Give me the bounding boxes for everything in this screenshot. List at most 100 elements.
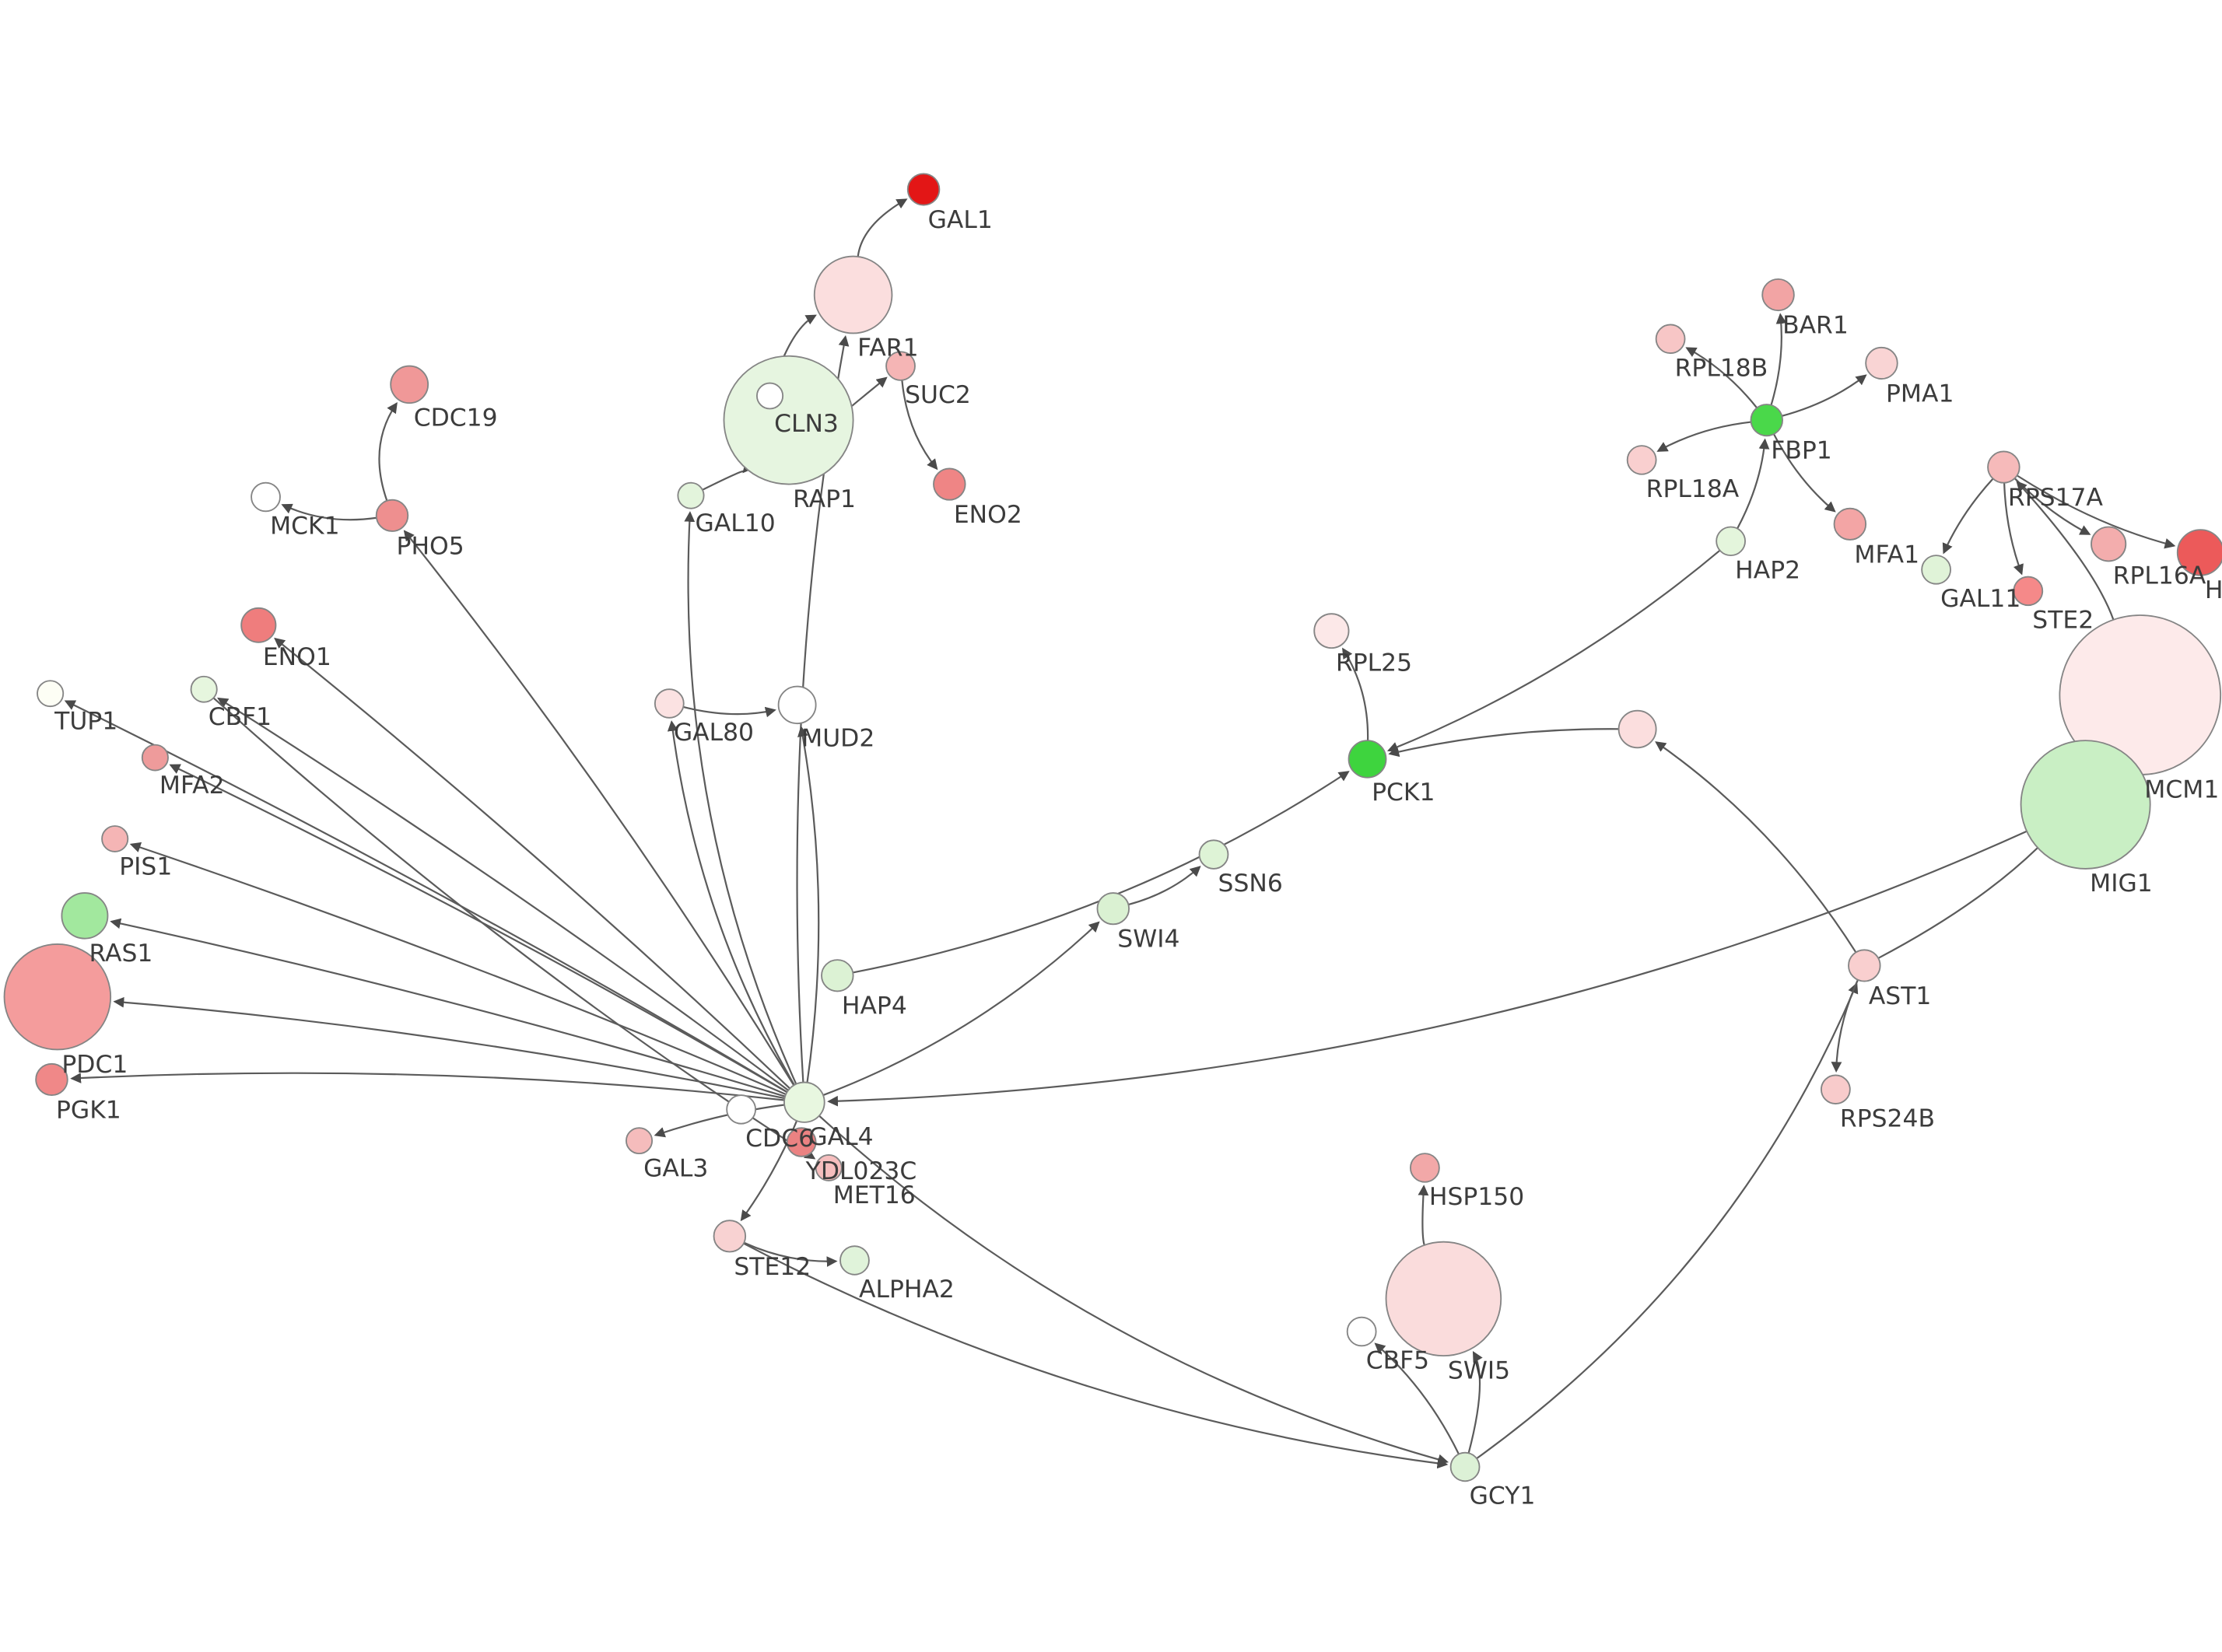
node-rap1[interactable]: [723, 355, 854, 485]
edge-swi4-ssn6[interactable]: [1128, 866, 1201, 906]
node-mck1[interactable]: [251, 481, 281, 513]
edge-gal4-pdc1[interactable]: [113, 996, 785, 1100]
node-ste2[interactable]: [2013, 576, 2044, 607]
node-his4[interactable]: [2176, 529, 2222, 576]
edge-fbp1-rpl18a[interactable]: [1656, 421, 1751, 452]
node-pma1[interactable]: [1865, 346, 1898, 380]
node-pck1[interactable]: [1348, 740, 1387, 779]
edge-gal4-swi4[interactable]: [822, 921, 1100, 1097]
edge-gal10-rap1[interactable]: [702, 461, 754, 491]
node-gal1[interactable]: [906, 173, 941, 206]
node-ste12[interactable]: [713, 1220, 747, 1253]
node-pdc1[interactable]: [3, 943, 112, 1051]
node-cdc19[interactable]: [390, 365, 429, 404]
edge-ast1-pink1[interactable]: [1655, 741, 1857, 953]
node-cbf1[interactable]: [190, 675, 218, 703]
node-rpl18b[interactable]: [1655, 324, 1686, 355]
node-mud2[interactable]: [777, 685, 817, 725]
edge-rps17a-gal11[interactable]: [1942, 478, 1994, 555]
edge-hap2-pck1[interactable]: [1386, 549, 1721, 752]
edge-gal4-mud2[interactable]: [797, 726, 820, 1083]
edge-pho5-cdc19[interactable]: [378, 402, 398, 502]
node-bar1[interactable]: [1761, 278, 1795, 312]
node-pink1[interactable]: [1617, 709, 1657, 749]
node-alpha2[interactable]: [839, 1245, 870, 1276]
node-hap4[interactable]: [821, 959, 854, 992]
node-gal4[interactable]: [783, 1081, 825, 1123]
edge-mcm1-rps17a[interactable]: [2016, 481, 2115, 621]
node-gal3[interactable]: [626, 1127, 654, 1155]
node-rpl16a[interactable]: [2091, 526, 2127, 562]
node-pgk1[interactable]: [35, 1062, 68, 1096]
node-gal10[interactable]: [677, 481, 705, 509]
edge-gal4-cbf1[interactable]: [217, 697, 789, 1091]
edge-gal4-gal80[interactable]: [667, 720, 795, 1086]
edge-fbp1-pma1[interactable]: [1782, 374, 1867, 417]
node-ras1[interactable]: [61, 892, 109, 940]
edge-fbp1-mfa1[interactable]: [1773, 433, 1836, 513]
node-mfa2[interactable]: [141, 744, 169, 772]
edge-pink1-pck1[interactable]: [1388, 728, 1619, 758]
node-gcy1[interactable]: [1449, 1451, 1481, 1482]
node-pho5[interactable]: [375, 499, 409, 532]
edge-gal4-gal10[interactable]: [684, 511, 797, 1085]
edge-gal4-pgk1[interactable]: [70, 1072, 785, 1101]
edge-mig1-gal4[interactable]: [827, 830, 2027, 1107]
edge-pho5-mck1[interactable]: [281, 503, 377, 521]
node-label-rap1: RAP1: [793, 485, 856, 513]
edge-ste12-gcy1[interactable]: [743, 1242, 1449, 1469]
edge-gal4-ras1[interactable]: [110, 918, 786, 1097]
node-mfa1[interactable]: [1833, 507, 1867, 541]
edge-rps17a-his4[interactable]: [2016, 474, 2176, 549]
node-rps17a[interactable]: [1987, 450, 2020, 484]
node-ast1[interactable]: [1848, 949, 1881, 982]
node-swi5[interactable]: [1385, 1241, 1502, 1357]
edge-gal4-gal3[interactable]: [654, 1104, 785, 1138]
edge-hap2-fbp1[interactable]: [1737, 438, 1770, 530]
edge-gal4-eno1[interactable]: [274, 637, 790, 1090]
edge-swi5-hsp150[interactable]: [1418, 1185, 1429, 1246]
node-gal11[interactable]: [1921, 555, 1951, 585]
node-ydl023c[interactable]: [786, 1127, 817, 1157]
node-rpl25[interactable]: [1313, 613, 1350, 649]
edge-ste12-alpha2[interactable]: [743, 1241, 838, 1267]
node-gal80[interactable]: [654, 688, 685, 719]
node-fbp1[interactable]: [1750, 404, 1783, 437]
edge-gcy1-ast1[interactable]: [1476, 982, 1859, 1460]
edge-rap1-suc2[interactable]: [850, 376, 888, 408]
edge-gal4-tup1[interactable]: [64, 700, 788, 1093]
node-cdc6[interactable]: [726, 1094, 756, 1125]
edge-fbp1-rpl18b[interactable]: [1685, 347, 1758, 409]
edge-far1-gal1[interactable]: [857, 198, 908, 257]
edge-gal80-mud2[interactable]: [682, 705, 776, 718]
node-ssn6[interactable]: [1198, 839, 1229, 870]
node-tup1[interactable]: [37, 680, 65, 708]
edge-gal4-gcy1[interactable]: [818, 1115, 1449, 1465]
edge-ast1-rps24b[interactable]: [1831, 979, 1859, 1073]
edge-rps17a-ste2[interactable]: [2003, 482, 2024, 576]
edge-gal4-pis1[interactable]: [129, 842, 787, 1095]
node-swi4[interactable]: [1096, 892, 1130, 926]
node-eno2[interactable]: [933, 467, 966, 501]
edge-cbf1-met16[interactable]: [212, 697, 816, 1160]
edge-gcy1-cbf5[interactable]: [1374, 1342, 1460, 1454]
edge-gal4-pho5[interactable]: [403, 530, 795, 1087]
node-hsp150[interactable]: [1410, 1153, 1440, 1183]
node-far1[interactable]: [813, 255, 893, 334]
node-cbf5[interactable]: [1346, 1316, 1377, 1347]
edge-fbp1-bar1[interactable]: [1770, 313, 1787, 406]
node-mig1[interactable]: [2020, 740, 2151, 870]
node-met16[interactable]: [815, 1154, 843, 1181]
node-cln3[interactable]: [756, 382, 784, 410]
edge-pck1-rpl25[interactable]: [1342, 647, 1369, 741]
node-rpl18a[interactable]: [1626, 445, 1657, 475]
node-suc2[interactable]: [885, 351, 916, 381]
edge-gcy1-swi5[interactable]: [1467, 1350, 1483, 1454]
node-rps24b[interactable]: [1821, 1074, 1851, 1104]
node-eno1[interactable]: [240, 607, 277, 643]
node-hap2[interactable]: [1716, 526, 1746, 557]
edge-suc2-eno2[interactable]: [901, 380, 938, 471]
node-pis1[interactable]: [101, 825, 129, 852]
